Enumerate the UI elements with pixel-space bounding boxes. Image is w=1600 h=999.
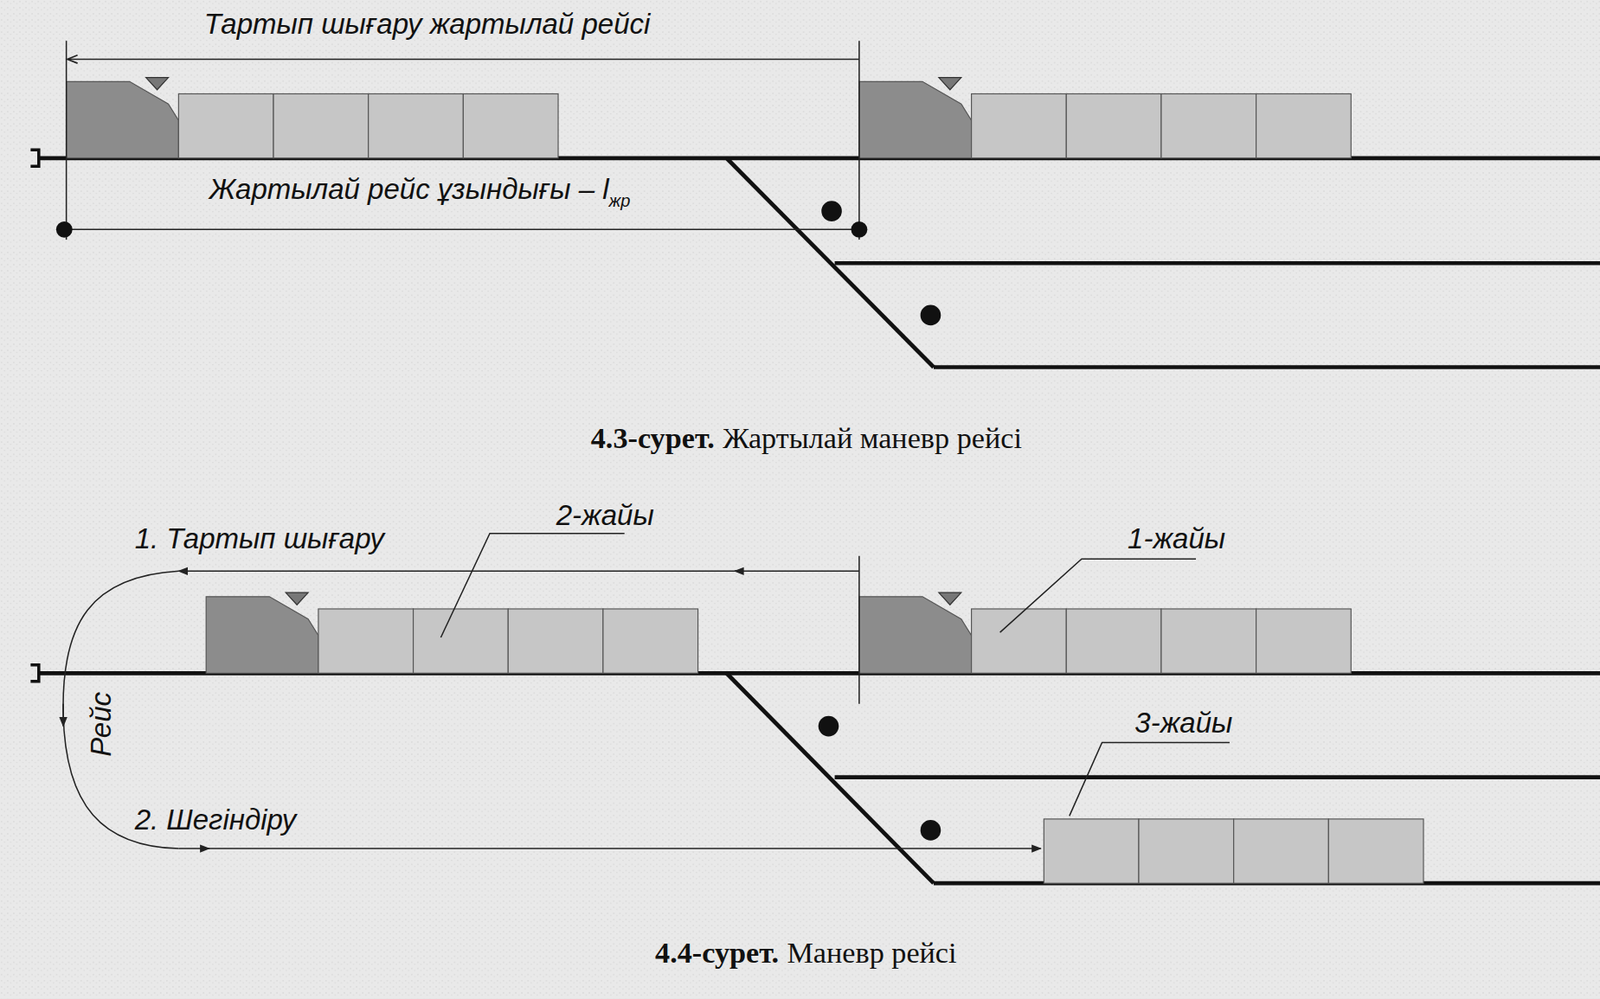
cut-label: 3-жайы bbox=[1134, 706, 1233, 740]
motion-label-text: 1. Тартып шығару bbox=[134, 523, 385, 556]
wagon bbox=[507, 609, 604, 674]
locomotive bbox=[66, 81, 180, 158]
wagon bbox=[1328, 819, 1424, 884]
wagon bbox=[1066, 609, 1162, 674]
wagon bbox=[368, 93, 464, 158]
driver-mark bbox=[938, 77, 962, 90]
cut-label-text: 3-жайы bbox=[1134, 706, 1233, 739]
dimension-label-text: жр bbox=[609, 192, 631, 212]
wagon bbox=[1233, 819, 1330, 884]
wagon bbox=[413, 609, 509, 674]
driver-mark bbox=[146, 77, 169, 90]
wagon bbox=[273, 93, 369, 158]
motion-label: 1. Тартып шығару bbox=[134, 523, 385, 557]
motion-label-text: Рейс bbox=[85, 692, 118, 758]
cut-label: 1-жайы bbox=[1127, 523, 1226, 557]
wagon bbox=[603, 609, 699, 674]
wagon bbox=[1256, 93, 1352, 158]
locomotive bbox=[205, 597, 319, 674]
wagon bbox=[1043, 819, 1139, 884]
locomotive bbox=[859, 81, 972, 158]
dimension-dots bbox=[56, 221, 868, 238]
figure-caption-text: Жартылай маневр рейсі bbox=[722, 421, 1022, 455]
wagon bbox=[1138, 819, 1234, 884]
driver-mark bbox=[938, 592, 962, 605]
figure-caption: 4.3-сурет.Жартылай маневр рейсі bbox=[591, 420, 1022, 457]
driver-mark bbox=[285, 592, 309, 605]
signals bbox=[818, 200, 942, 841]
wagon bbox=[1161, 609, 1257, 674]
motion-label: 2. Шегіндіру bbox=[134, 803, 297, 837]
trains bbox=[66, 77, 1424, 885]
dimension-lines bbox=[63, 40, 1230, 849]
wagon bbox=[1256, 609, 1352, 674]
wagon bbox=[318, 609, 414, 674]
wagon bbox=[178, 93, 274, 158]
motion-label-text: 2. Шегіндіру bbox=[134, 803, 297, 836]
figure-caption-text: Маневр рейсі bbox=[786, 937, 957, 971]
tracks bbox=[30, 149, 1600, 884]
cut-label: 2-жайы bbox=[556, 500, 655, 534]
cut-label-text: 1-жайы bbox=[1127, 523, 1226, 556]
cut-label-text: 2-жайы bbox=[556, 500, 655, 533]
motion-label-text: Тартып шығару жартылай рейсі bbox=[204, 7, 651, 40]
wagon bbox=[462, 93, 559, 158]
dimension-label: Жартылай рейс ұзындығы – lжр bbox=[209, 173, 631, 212]
wagon bbox=[1161, 93, 1257, 158]
wagon bbox=[971, 93, 1067, 158]
figure-caption-text: 4.4-сурет. bbox=[655, 937, 779, 971]
locomotive bbox=[859, 597, 972, 674]
figure-caption-text: 4.3-сурет. bbox=[591, 421, 715, 455]
dimension-label-text: Жартылай рейс ұзындығы – l bbox=[209, 173, 610, 206]
wagon bbox=[971, 609, 1067, 674]
motion-label: Тартып шығару жартылай рейсі bbox=[204, 7, 651, 41]
figure-caption: 4.4-сурет.Маневр рейсі bbox=[655, 935, 957, 971]
motion-label: Рейс bbox=[85, 692, 119, 758]
wagon bbox=[1066, 93, 1162, 158]
